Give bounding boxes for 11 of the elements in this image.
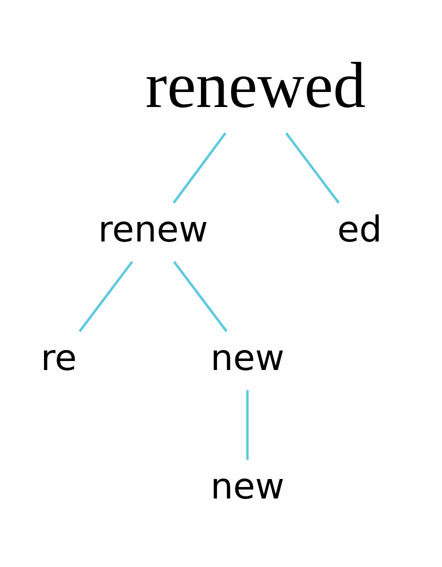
connector bbox=[246, 390, 249, 460]
node-text: ed bbox=[337, 209, 382, 250]
connector bbox=[173, 260, 228, 332]
node-text: new bbox=[210, 338, 284, 379]
node-text: renewed bbox=[145, 50, 366, 122]
connector bbox=[78, 260, 134, 332]
node-text: new bbox=[210, 466, 284, 508]
connector bbox=[285, 132, 340, 204]
node-text: re bbox=[40, 338, 77, 379]
connector bbox=[172, 132, 226, 204]
node-text: renew bbox=[98, 209, 208, 250]
